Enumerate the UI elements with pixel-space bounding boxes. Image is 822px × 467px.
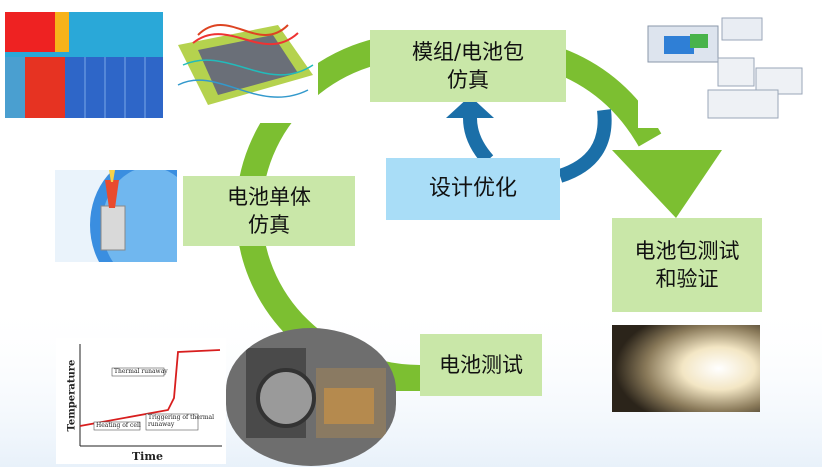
chart-x-label: Time [132,450,164,463]
design-optimization-box: 设计优化 [386,158,560,220]
pack-cad-image [638,8,810,128]
module-pack-sim-box: 模组/电池包 仿真 [370,30,566,102]
chart-annotation-trigger: Triggering of thermal runaway [148,414,215,428]
loop-arrow-left-icon [463,117,494,165]
loop-arrow-icon [557,109,612,183]
pack-test-validation-box: 电池包测试 和验证 [612,218,762,312]
pack-test-fire-image [612,325,760,412]
chart-y-label: Temperature [66,359,78,432]
pack-flow-sim-image [168,5,318,123]
thermal-runaway-chart: Thermal runaway Heating of cell Triggeri… [56,338,226,464]
cycle-arrowhead-icon [612,150,722,218]
cell-sim-box: 电池单体 仿真 [183,176,355,246]
cell-test-box: 电池测试 [420,334,542,396]
chart-annotation-heating: Heating of cell [96,422,141,429]
chart-annotation-runaway: Thermal runaway [114,368,168,375]
loop-arrowhead-icon [446,96,494,118]
cell-sim-image [55,170,177,262]
test-rig-image [226,328,396,466]
thermal-sim-image [5,12,163,118]
